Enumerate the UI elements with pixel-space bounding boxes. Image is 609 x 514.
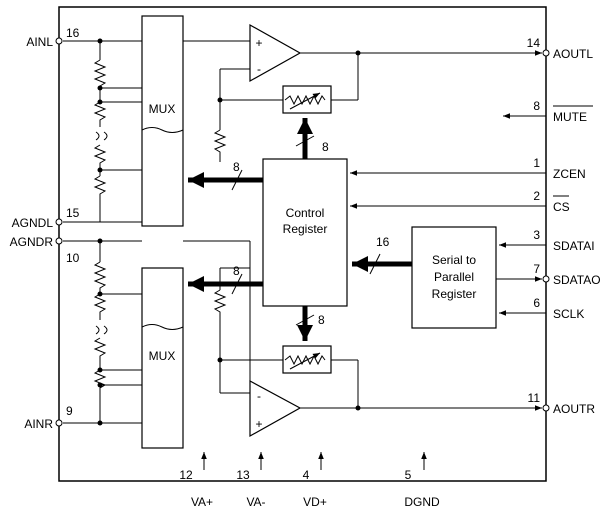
pin-label-cs: CS — [553, 200, 570, 214]
resistor-ladder-top — [93, 59, 108, 200]
pin-label-mute: MUTE — [553, 110, 587, 124]
pin-label-agndl: AGNDL — [12, 216, 54, 230]
pin-label-agndr: AGNDR — [10, 235, 54, 249]
svg-text:Register: Register — [283, 222, 328, 236]
svg-text:+: + — [255, 36, 262, 50]
pin-number-sclk: 6 — [533, 296, 540, 310]
pin-number-sdatao: 7 — [533, 262, 540, 276]
pin-number-vdp: 4 — [303, 468, 310, 482]
pin-label-vam: VA- — [246, 495, 265, 509]
pin-label-aoutl: AOUTL — [553, 47, 593, 61]
pin-number-mute: 8 — [533, 99, 540, 113]
bus-width-pot-top: 8 — [322, 140, 329, 154]
serial-to-parallel-register — [411, 226, 497, 329]
pin-number-ainr: 9 — [66, 404, 73, 418]
pin-number-dgnd: 5 — [405, 468, 412, 482]
pin-label-sdatai: SDATAI — [553, 239, 595, 253]
mux-bottom-label: MUX — [149, 349, 176, 363]
pin-number-zcen: 1 — [533, 156, 540, 170]
svg-text:Parallel: Parallel — [434, 270, 474, 284]
bus-width-mux-top: 8 — [233, 160, 240, 174]
svg-text:+: + — [255, 417, 262, 431]
pin-number-aoutl: 14 — [527, 36, 541, 50]
pin-number-agndr: 10 — [66, 251, 80, 265]
bus-width-mux-bottom: 8 — [233, 264, 240, 278]
pin-label-vap: VA+ — [191, 495, 213, 509]
pin-label-aoutr: AOUTR — [553, 402, 595, 416]
pin-label-sdatao: SDATAO — [553, 273, 601, 287]
svg-text:Serial to: Serial to — [432, 253, 476, 267]
pin-label-sclk: SCLK — [553, 307, 584, 321]
pin-label-vdp: VD+ — [303, 495, 327, 509]
bus-width-pot-bottom: 8 — [318, 313, 325, 327]
pin-label-dgnd: DGND — [404, 495, 440, 509]
pin-number-vam: 13 — [236, 468, 250, 482]
pin-number-ainl: 16 — [66, 26, 80, 40]
bus-width-serial: 16 — [376, 235, 390, 249]
pin-label-ainl: AINL — [26, 35, 53, 49]
svg-text:-: - — [257, 62, 261, 76]
pin-number-vap: 12 — [179, 468, 193, 482]
control-register — [262, 158, 348, 307]
pin-number-agndl: 15 — [66, 206, 80, 220]
mux-top — [141, 15, 184, 227]
resistor-ladder-bottom — [93, 261, 108, 400]
pin-label-ainr: AINR — [24, 417, 53, 431]
mux-bottom — [141, 267, 184, 449]
mux-top-label: MUX — [149, 102, 176, 116]
opamp-top — [249, 23, 302, 83]
pin-label-zcen: ZCEN — [553, 167, 586, 181]
svg-text:Control: Control — [286, 206, 325, 220]
svg-text:Register: Register — [432, 287, 477, 301]
svg-text:-: - — [257, 389, 261, 403]
pin-number-aoutr: 11 — [528, 391, 541, 405]
pin-number-cs: 2 — [533, 189, 540, 203]
pin-number-sdatai: 3 — [533, 228, 540, 242]
